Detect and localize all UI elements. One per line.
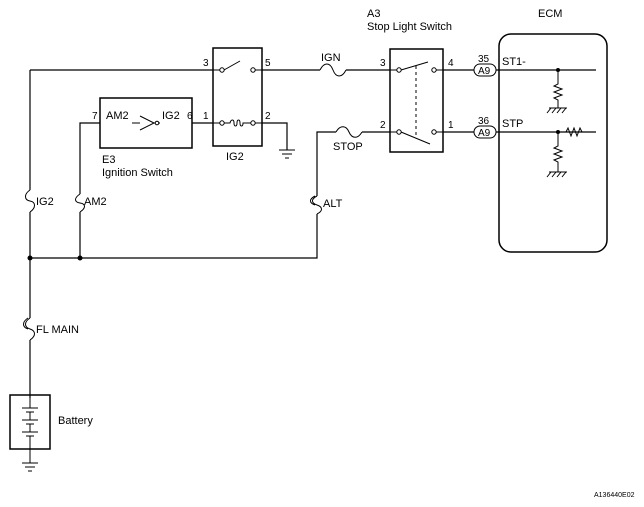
ign-fuse-icon <box>319 63 347 77</box>
stop-fuse-label: STOP <box>333 141 363 153</box>
junction-dot <box>27 255 33 261</box>
ecm-stp-ground-icon <box>546 171 567 178</box>
relay-contact <box>219 120 225 126</box>
wire-am2-branch <box>79 122 100 258</box>
ecm-stp-resistor-icon <box>552 132 564 172</box>
relay-pin-3: 3 <box>203 58 209 69</box>
ecm-st1-resistor-icon <box>552 70 564 108</box>
stop-light-switch-box <box>389 48 444 153</box>
wire-coil-ground <box>262 122 288 150</box>
ignition-switch-pin-6: 6 <box>187 111 193 122</box>
junction-dot <box>77 255 83 261</box>
ignition-switch-box <box>99 97 193 149</box>
relay-contact <box>250 120 256 126</box>
ecm-stp-terminal-number: 36 <box>478 116 490 127</box>
switch-contact <box>431 129 437 135</box>
ecm-st1-terminal-number: 35 <box>478 54 490 65</box>
switch-contact <box>396 129 402 135</box>
relay-coil-icon <box>213 119 262 127</box>
ecm-stp-connector-label: A9 <box>478 128 491 139</box>
am2-fuse-label: AM2 <box>84 196 107 208</box>
ignition-switch-am2: AM2 <box>106 110 129 122</box>
ecm-stp-connector <box>473 125 497 139</box>
ecm-box <box>498 33 608 253</box>
ecm-stp-label: STP <box>502 118 523 130</box>
relay-switch-blade <box>213 60 262 71</box>
ig2-relay-label: IG2 <box>226 151 244 163</box>
fl-main-fuse-label: FL MAIN <box>36 324 79 336</box>
relay-contact <box>250 67 256 73</box>
battery-icon <box>22 398 38 449</box>
relay-contact <box>219 67 225 73</box>
ground-icon <box>279 149 295 159</box>
figure-code: A136440E02 <box>594 492 635 499</box>
ignition-switch-name: Ignition Switch <box>102 167 173 179</box>
stop-switch-pin-3: 3 <box>380 58 386 69</box>
alt-fuse-label: ALT <box>323 198 343 210</box>
ecm-st1-label: ST1- <box>502 56 526 68</box>
stop-switch-blades <box>390 61 443 145</box>
ign-fuse-label: IGN <box>321 52 341 64</box>
ignition-switch-pin-7: 7 <box>92 111 98 122</box>
relay-pin-1: 1 <box>203 111 209 122</box>
switch-contact <box>431 67 437 73</box>
ignition-switch-ig2: IG2 <box>162 110 180 122</box>
stop-switch-pin-4: 4 <box>448 58 454 69</box>
ignition-switch-code: E3 <box>102 154 115 166</box>
ig2-fuse-label: IG2 <box>36 196 54 208</box>
stop-switch-pin-1: 1 <box>448 120 454 131</box>
ecm-st1-connector-label: A9 <box>478 66 491 77</box>
stop-fuse-icon <box>335 126 363 138</box>
switch-contact <box>396 67 402 73</box>
stop-light-switch-code: A3 <box>367 8 380 20</box>
stop-switch-pin-2: 2 <box>380 120 386 131</box>
ignition-switch-contact <box>154 120 160 126</box>
battery-label: Battery <box>58 415 93 427</box>
fl-main-fuse-icon <box>23 317 35 341</box>
ecm-st1-ground-icon <box>546 107 567 114</box>
ig2-relay-box <box>212 47 263 147</box>
relay-pin-2: 2 <box>265 111 271 122</box>
wire-bottom-bus <box>30 131 336 259</box>
ecm-stp-series-resistor-icon <box>565 126 583 138</box>
alt-fuse-icon <box>310 195 322 215</box>
stop-light-switch-name: Stop Light Switch <box>367 21 452 33</box>
ig2-fuse-icon <box>25 189 35 213</box>
relay-pin-5: 5 <box>265 58 271 69</box>
ecm-st1-connector <box>473 63 497 77</box>
am2-fuse-icon <box>75 193 85 213</box>
ecm-label: ECM <box>538 8 562 20</box>
battery-ground-icon <box>22 449 38 472</box>
